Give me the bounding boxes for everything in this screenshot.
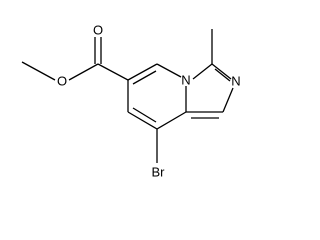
bond-n2-c1 [222, 87, 234, 113]
bond-c3-n2-a [211, 63, 232, 80]
bond-methyl-oxygen [21, 61, 56, 81]
ester-oxygen-label: O [57, 74, 67, 89]
bond-ring-c8a-c8 [156, 111, 187, 130]
atom-labels: O O N N Br [57, 23, 241, 180]
bond-c3-n2-b [214, 68, 231, 82]
bond-ester-oxygen-carbonyl-carbon [68, 63, 99, 81]
bond-ring-c6-c5 [127, 63, 158, 81]
bond-inner-c6-c5 [132, 70, 157, 85]
bond-carbonyl-carbon-ring [97, 63, 129, 81]
structure-diagram: O O N N Br [21, 23, 241, 180]
bonds [21, 29, 234, 163]
bridgehead-nitrogen-label: N [181, 73, 190, 88]
bond-ring-c5-n4 [156, 63, 182, 78]
bromine-label: Br [152, 165, 166, 180]
molecule-svg: O O N N Br [21, 23, 241, 180]
bond-ring-c8-c7 [127, 111, 158, 130]
bond-n4-c3 [192, 63, 213, 80]
imidazole-nitrogen-label: N [231, 74, 240, 89]
carbonyl-oxygen-label: O [93, 23, 103, 38]
bond-inner-c7-c8 [132, 107, 157, 123]
